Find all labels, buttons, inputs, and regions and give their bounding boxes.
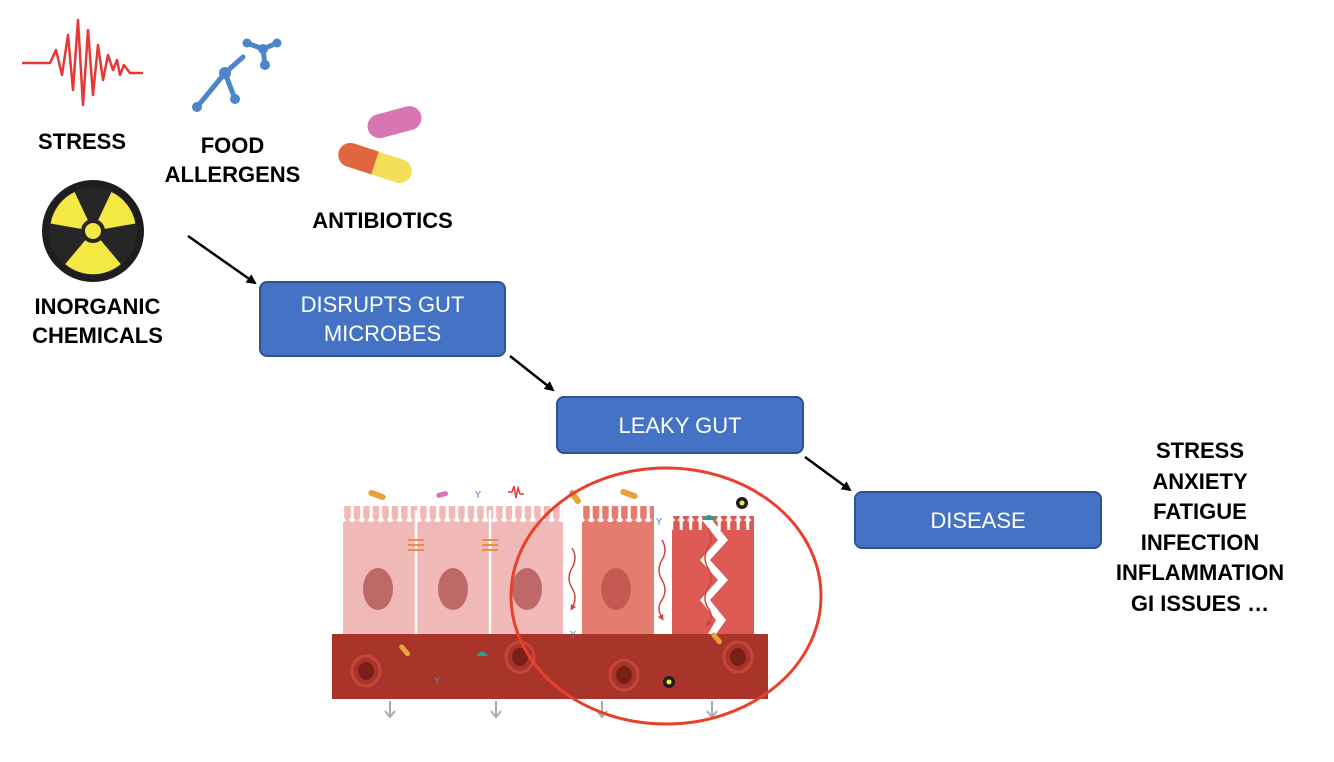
outcome-item: FATIGUE (1153, 499, 1247, 524)
arrow-triggers-to-microbes (187, 234, 257, 285)
molecule-icon (192, 38, 282, 112)
outcome-item: GI ISSUES … (1130, 590, 1270, 616)
label-food-line1: FOOD (200, 133, 265, 158)
gut-lining-illustration: Y Y Y Y (332, 466, 823, 726)
box1-line2: MICROBES (323, 321, 442, 346)
label-inorganic-chemicals: INORGANIC CHEMICALS (15, 292, 180, 350)
outcome-item: INFECTION (1140, 529, 1260, 555)
leaky-region-highlight (509, 466, 823, 726)
outcome-item: STRESS (1155, 438, 1245, 463)
capsule-icon (338, 106, 422, 184)
box-leaky-gut: LEAKY GUT (556, 396, 804, 454)
svg-text:Y: Y (569, 630, 577, 641)
outcome-item: ANXIETY (1152, 468, 1248, 494)
label-chem-line2: CHEMICALS (32, 323, 163, 348)
radiation-icon (42, 180, 144, 282)
svg-text:Y: Y (433, 676, 441, 687)
outcome-item: INFLAMMATION (1115, 560, 1285, 585)
label-food-allergens: FOOD ALLERGENS (150, 131, 315, 189)
svg-text:Y: Y (655, 517, 663, 528)
stress-wave-icon (22, 18, 143, 107)
box-disease: DISEASE (854, 491, 1102, 549)
box-disrupts-gut-microbes: DISRUPTS GUT MICROBES (259, 281, 506, 357)
label-food-line2: ALLERGENS (164, 162, 301, 187)
outcome-list: STRESS ANXIETY FATIGUE INFECTION INFLAMM… (1095, 436, 1305, 619)
label-antibiotics: ANTIBIOTICS (312, 208, 453, 233)
box1-line1: DISRUPTS GUT (300, 292, 465, 317)
svg-text:Y: Y (474, 490, 482, 501)
label-chem-line1: INORGANIC (34, 294, 161, 319)
arrow-microbes-to-leaky (509, 355, 555, 392)
label-stress: STRESS (37, 129, 127, 154)
arrow-leaky-to-disease (804, 455, 852, 492)
